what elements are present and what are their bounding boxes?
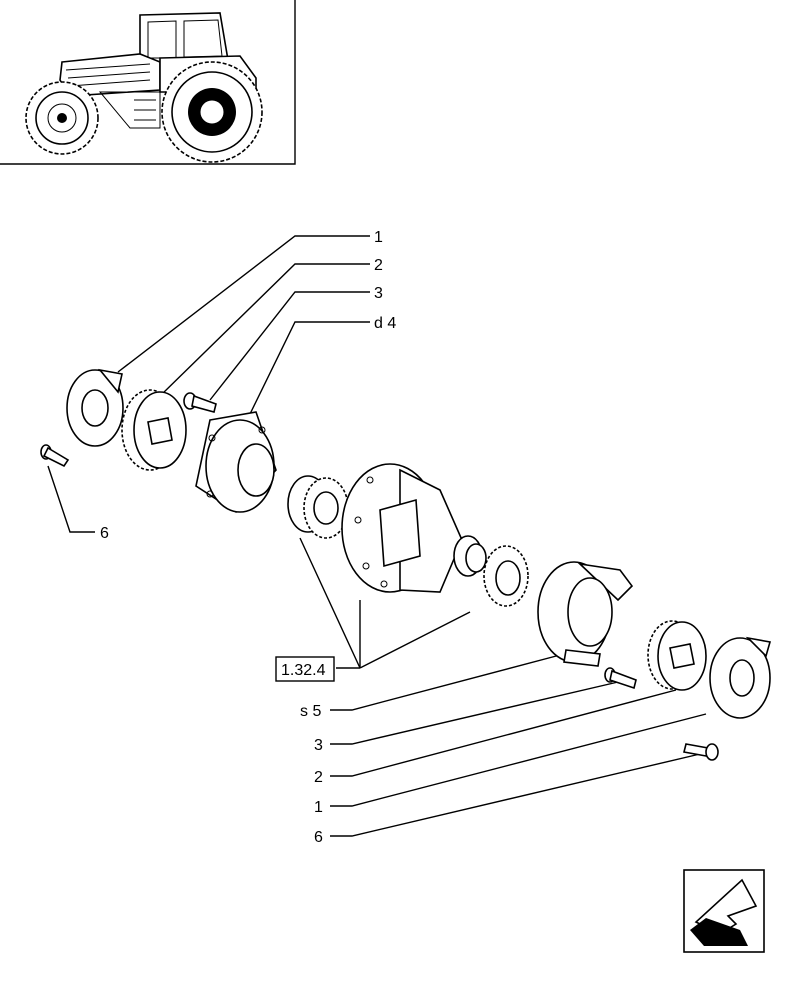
part-3-bolt-left xyxy=(183,392,217,413)
bearing-right xyxy=(483,545,529,607)
part-6-bolt-left xyxy=(40,444,70,468)
part-2-hub-right xyxy=(647,620,707,691)
differential-case xyxy=(341,463,487,593)
part-1-disc-left xyxy=(66,368,124,447)
reference-box: 1.32.4 xyxy=(275,656,335,682)
part-3-bolt-right xyxy=(604,667,637,690)
part-1-disc-right xyxy=(709,636,772,719)
callout-4-top: d 4 xyxy=(374,315,396,332)
part-4-housing xyxy=(195,411,277,514)
bearing-left xyxy=(287,475,349,539)
callout-2-top: 2 xyxy=(374,257,383,274)
tractor-thumbnail xyxy=(0,0,296,165)
callout-6-left: 6 xyxy=(100,525,109,542)
callout-3-top: 3 xyxy=(374,285,383,302)
previous-page-arrow-icon[interactable] xyxy=(683,869,765,953)
callout-2-bottom: 2 xyxy=(314,769,323,786)
callout-6-bottom: 6 xyxy=(314,829,323,846)
callout-1-top: 1 xyxy=(374,229,383,246)
leader-lines-upper xyxy=(47,235,370,533)
part-6-bolt-right xyxy=(683,743,719,761)
part-5-carrier xyxy=(537,561,634,667)
part-2-hub-left xyxy=(121,389,187,471)
reference-box-label: 1.32.4 xyxy=(281,662,326,679)
callout-5-bottom: s 5 xyxy=(300,703,321,720)
leader-lines-lower xyxy=(299,537,707,837)
callout-3-bottom: 3 xyxy=(314,737,323,754)
callout-1-bottom: 1 xyxy=(314,799,323,816)
